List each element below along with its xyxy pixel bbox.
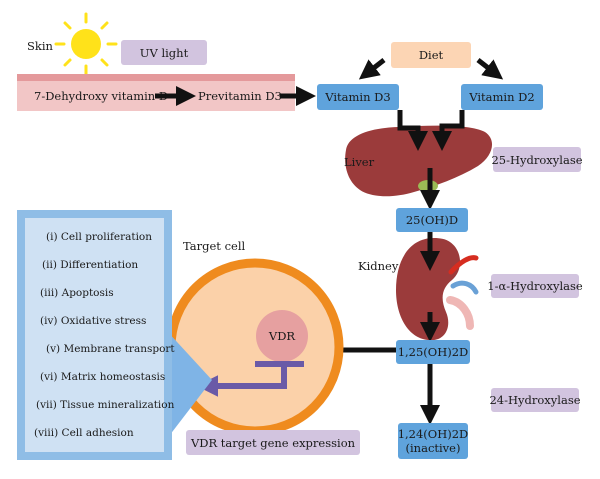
hydroxylase-24-box [491,388,579,412]
hydroxylase-25-label: 25-Hydroxylase [491,153,582,167]
skin-band-top [17,74,295,81]
liver-label: Liver [344,155,375,169]
vitamin-d2-box [461,84,543,110]
effect-item: (vi) Matrix homeostasis [40,371,165,383]
effect-item: (viii) Cell adhesion [34,427,134,439]
effects-panel [25,218,164,452]
oh2d-125-box [396,340,470,364]
effect-item: (i) Cell proliferation [46,231,152,243]
vitamin-d2-label: Vitamin D2 [468,90,534,104]
oh2d-124-box [398,423,468,459]
vitamin-d3-label: Vitamin D3 [324,90,390,104]
uv-light-box [121,40,207,65]
target-cell-label: Target cell [183,239,245,253]
panel-pointer [166,330,212,440]
effect-item: (iv) Oxidative stress [40,315,146,327]
arrow-diet-to-d3 [358,58,386,80]
dehydroxy-vitamin-d-label: 7-Dehydroxy vitamin D [34,89,168,103]
vdr-gene-expression-box [186,430,360,455]
arrow-d2-to-liver [432,110,465,151]
diet-label: Diet [419,48,444,62]
kidney-icon [396,238,479,341]
sun-icon [54,12,118,76]
previtamin-d3-label: Previtamin D3 [198,89,282,103]
kidney-label: Kidney [358,259,399,273]
diet-box [391,42,471,68]
oh-d-25-label: 25(OH)D [406,213,458,227]
vdr-label: VDR [268,329,296,343]
effect-item: (ii) Differentiation [42,259,138,271]
hydroxylase-25-box [493,147,581,172]
vitamin-d3-box [317,84,399,110]
vdr-gene-expression-label: VDR target gene expression [190,436,356,450]
effect-item: (vii) Tissue mineralization [36,399,175,411]
oh2d-124-inactive-label: (inactive) [406,441,461,455]
target-cell [166,258,344,436]
arrow-diet-to-d2 [476,58,504,80]
effects-list: (i) Cell proliferation (ii) Differentiati… [34,231,175,439]
vdr-signal-arrow [196,364,287,397]
alpha-hydroxylase-box [491,274,579,298]
skin-label: Skin [27,39,54,53]
effect-item: (v) Membrane transport [46,343,175,355]
oh2d-125-label: 1,25(OH)2D [398,345,469,359]
vdr-nucleus [256,310,308,362]
oh2d-124-label: 1,24(OH)2D [398,427,469,441]
effect-item: (iii) Apoptosis [40,287,114,299]
arrow-d3-to-liver [397,110,428,151]
uv-light-label: UV light [140,46,189,60]
alpha-hydroxylase-label: 1-α-Hydroxylase [487,279,583,293]
oh-d-25-box [396,208,468,232]
hydroxylase-24-label: 24-Hydroxylase [489,393,580,407]
